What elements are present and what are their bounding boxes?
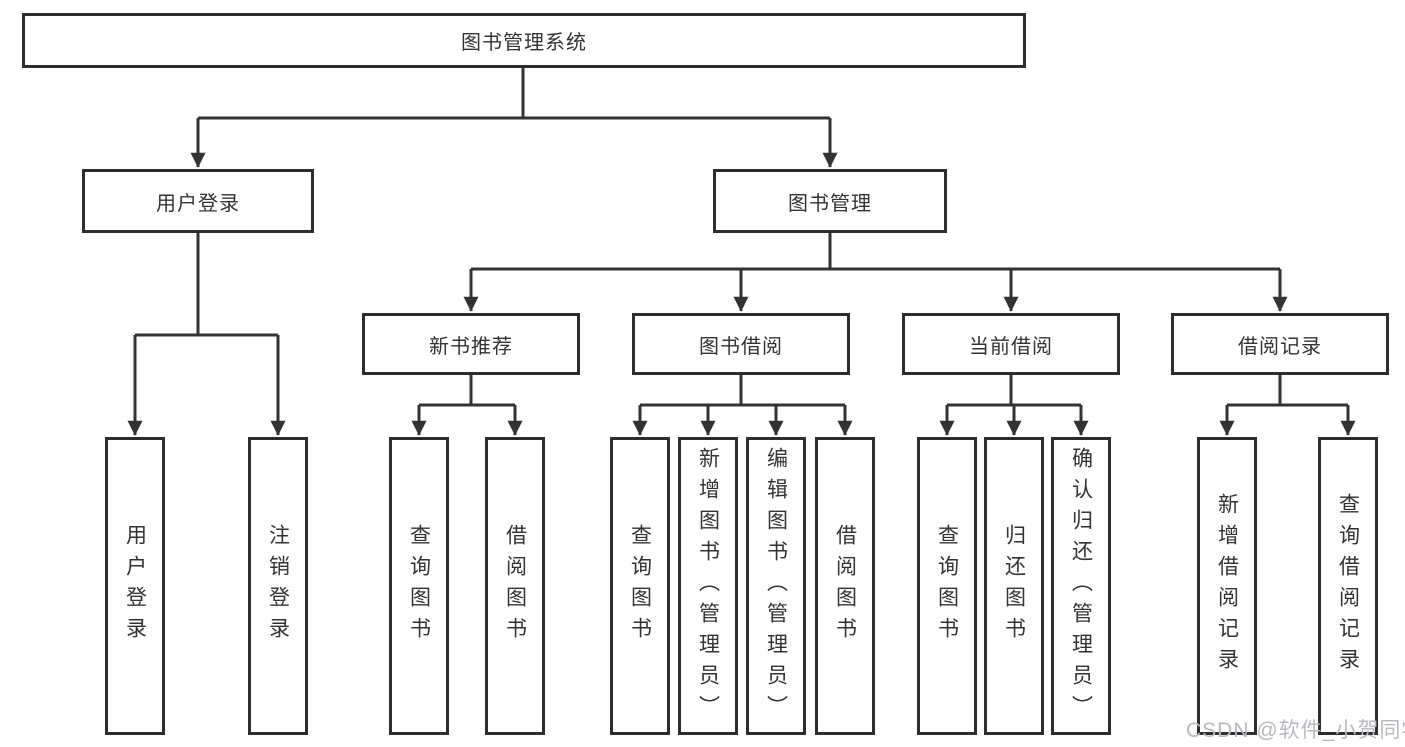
csdn-watermark: CSDN @软件_小贺同学 <box>1186 719 1405 742</box>
new-book-recommend-lines <box>411 375 523 436</box>
node-book-management: 图书管理 <box>713 169 947 233</box>
leaf-user-login: 用户登录 <box>105 437 165 735</box>
leaf-logout: 注销登录 <box>248 437 308 735</box>
node-current-borrowing: 当前借阅 <box>902 313 1120 375</box>
leaf-borrowing-add-books-admin: 新增图书（管理员） <box>678 437 738 735</box>
leaf-current-query-books: 查询图书 <box>917 437 977 735</box>
current-borrowing-lines <box>939 375 1089 436</box>
borrowing-records-lines <box>1219 375 1356 436</box>
login-branch-lines <box>127 233 286 436</box>
book-borrowing-lines <box>632 375 853 436</box>
node-book-borrowing: 图书借阅 <box>632 313 850 375</box>
leaf-borrowing-borrow-books: 借阅图书 <box>815 437 875 735</box>
root-branch-lines <box>190 68 838 168</box>
leaf-records-query-record: 查询借阅记录 <box>1318 437 1378 735</box>
leaf-borrowing-query-books: 查询图书 <box>610 437 670 735</box>
management-branch-lines <box>463 233 1288 312</box>
leaf-recommend-borrow-books: 借阅图书 <box>485 437 545 735</box>
leaf-records-add-record: 新增借阅记录 <box>1197 437 1257 735</box>
node-new-book-recommend: 新书推荐 <box>362 313 580 375</box>
leaf-current-return-books: 归还图书 <box>984 437 1044 735</box>
node-library-system: 图书管理系统 <box>22 13 1026 68</box>
leaf-borrowing-edit-books-admin: 编辑图书（管理员） <box>746 437 806 735</box>
leaf-recommend-query-books: 查询图书 <box>389 437 449 735</box>
node-borrowing-records: 借阅记录 <box>1171 313 1389 375</box>
node-user-login: 用户登录 <box>82 169 314 233</box>
leaf-current-confirm-return-admin: 确认归还（管理员） <box>1051 437 1111 735</box>
